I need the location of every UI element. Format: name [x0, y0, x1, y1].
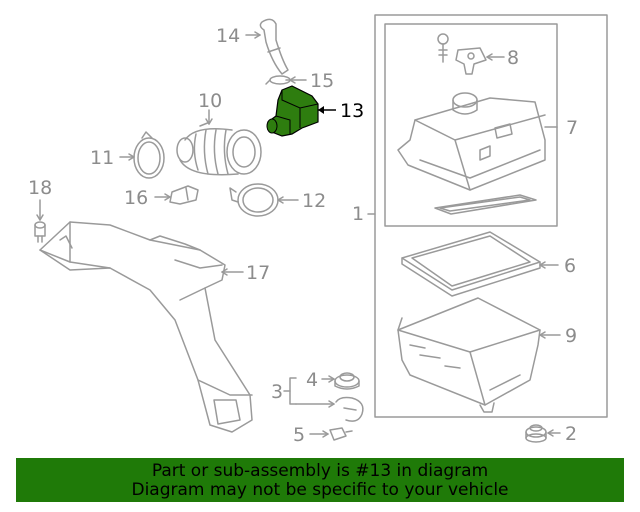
part-7-upper-cover: [397, 92, 546, 191]
part-10-intake-hose: [176, 121, 262, 176]
callout-10: 10: [198, 90, 222, 112]
assembly-frame: [374, 14, 608, 418]
part-3-bracket: [335, 396, 364, 422]
callout-9: 9: [565, 325, 577, 347]
info-banner: Part or sub-assembly is #13 in diagram D…: [16, 458, 624, 502]
callout-11: 11: [90, 147, 114, 169]
callout-5: 5: [293, 424, 305, 446]
leader-lines: [36, 31, 561, 438]
callout-4: 4: [306, 369, 318, 391]
callout-16: 16: [124, 187, 148, 209]
part-13-highlighted[interactable]: [266, 85, 336, 137]
part-8-clip: [455, 47, 487, 75]
part-4-grommet: [334, 372, 360, 390]
callout-13[interactable]: 13: [340, 100, 364, 122]
callout-7: 7: [566, 117, 578, 139]
part-16-bolt: [169, 185, 199, 205]
part-14-hose: [259, 18, 289, 75]
callout-6: 6: [564, 255, 576, 277]
upper-case-frame: [384, 23, 558, 227]
callout-3: 3: [271, 381, 283, 403]
part-9-lower-case: [397, 297, 541, 413]
part-2-grommet: [525, 424, 547, 443]
callout-15: 15: [310, 70, 334, 92]
part-11-clamp: [133, 131, 165, 179]
callout-8: 8: [507, 47, 519, 69]
banner-line-1: Part or sub-assembly is #13 in diagram: [151, 461, 489, 481]
callout-1: 1: [352, 203, 364, 225]
part-6-filter: [401, 231, 541, 297]
callout-2: 2: [565, 423, 577, 445]
parts-diagram: 14 15 8 10 13 7 11 18 16 12 1 6 17 9 4 3…: [28, 14, 608, 446]
gasket-strip: [434, 194, 537, 215]
callout-17: 17: [246, 262, 270, 284]
part-12-clamp: [229, 183, 279, 217]
banner-line-2: Diagram may not be specific to your vehi…: [131, 480, 509, 500]
callout-12: 12: [302, 190, 326, 212]
part-5-bolt: [329, 427, 353, 441]
part-18-bolt: [34, 221, 46, 243]
callout-18: 18: [28, 177, 52, 199]
callout-14: 14: [216, 25, 240, 47]
part-17-duct: [39, 221, 253, 433]
bolt-upper: [437, 33, 449, 63]
